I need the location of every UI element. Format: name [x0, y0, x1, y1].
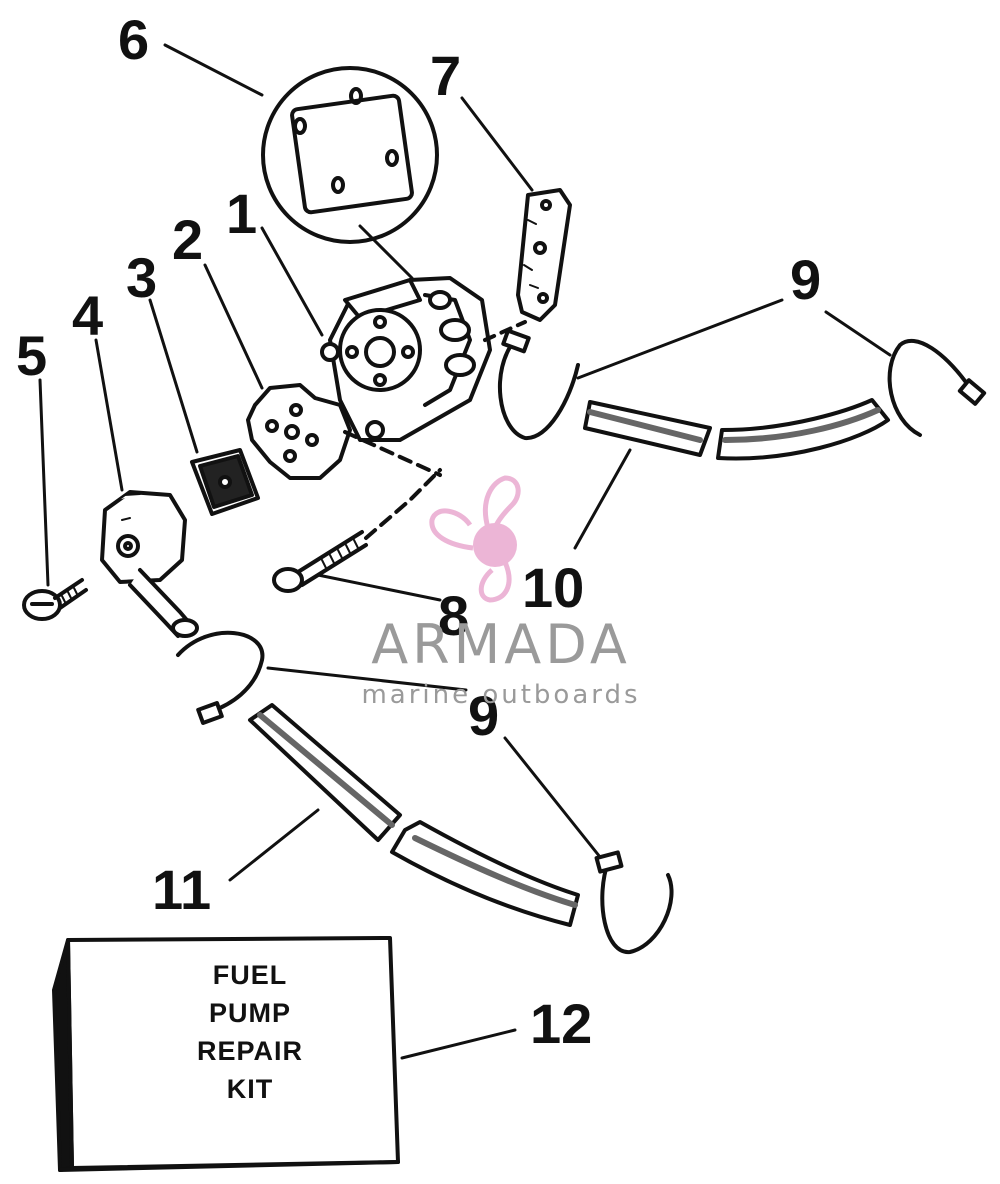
callout-8: 8 [438, 584, 470, 647]
callout-1: 1 [226, 182, 258, 245]
kit-label-line-1: FUEL [212, 960, 288, 990]
hose-clamp-lower-left [176, 630, 265, 725]
callout-12: 12 [530, 992, 593, 1055]
callout-7: 7 [430, 44, 462, 107]
callout-3: 3 [126, 246, 158, 309]
pump-cover [100, 490, 199, 638]
watermark-tagline: marine outboards [361, 680, 641, 710]
callout-5: 5 [16, 324, 48, 387]
kit-label-line-3: REPAIR [196, 1036, 303, 1066]
callout-11: 11 [152, 858, 212, 921]
gasket-plate [516, 188, 572, 322]
diaphragm-gasket [190, 448, 260, 516]
callout-2: 2 [172, 208, 204, 271]
fuel-hose-lower [248, 703, 580, 927]
callout-9-lower: 9 [468, 684, 500, 747]
kit-label-line-4: KIT [226, 1074, 274, 1104]
kit-label-line-2: PUMP [208, 998, 291, 1028]
leader-lines [38, 43, 892, 1060]
hose-clamp-upper-right [887, 338, 987, 437]
armada-logo-icon [429, 475, 521, 603]
mounting-bolt [272, 430, 442, 593]
hose-clamp-lower-right [594, 850, 674, 955]
fuel-hose-upper [583, 398, 890, 461]
gasket-detail-circle [261, 66, 439, 244]
repair-kit-box [52, 936, 400, 1172]
hose-clamp-upper-left [497, 328, 580, 441]
cover-screw [22, 578, 88, 621]
callout-6: 6 [118, 8, 150, 71]
callout-4: 4 [72, 284, 104, 347]
watermark-brand: ARMADA [371, 613, 631, 676]
fuel-pump-body [320, 276, 527, 442]
callout-10: 10 [522, 556, 585, 619]
diaphragm [246, 383, 352, 480]
callout-9-upper: 9 [790, 248, 822, 311]
